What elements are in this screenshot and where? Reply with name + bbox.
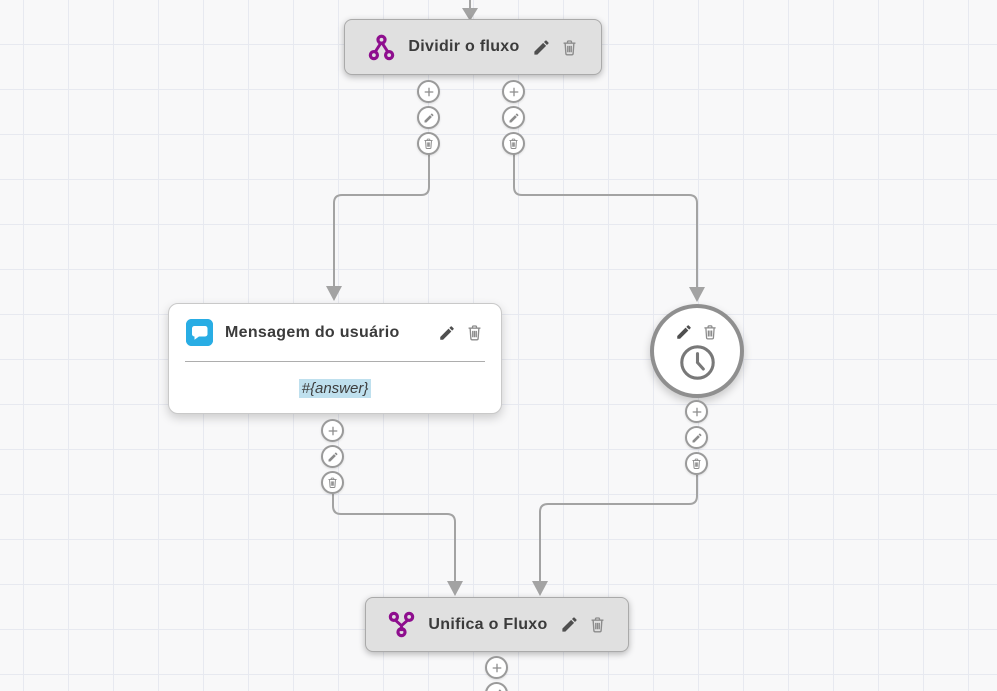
trash-icon xyxy=(465,323,484,342)
clock-icon xyxy=(677,342,718,388)
node-merge-flow[interactable]: Unifica o Fluxo xyxy=(365,597,629,652)
branch-merge-icon xyxy=(387,610,416,639)
edit-connector-button[interactable] xyxy=(485,682,508,691)
trash-icon xyxy=(507,137,520,150)
arrow-into-timer-node xyxy=(689,287,705,302)
plus-icon xyxy=(490,661,504,675)
node-actions xyxy=(560,615,607,634)
message-variable-value: #{answer} xyxy=(298,378,372,398)
pencil-icon xyxy=(438,324,456,342)
node-split-flow[interactable]: Dividir o fluxo xyxy=(344,19,602,75)
plus-icon xyxy=(422,85,436,99)
node-actions xyxy=(438,323,484,342)
delete-node-button[interactable] xyxy=(560,38,579,57)
pencil-icon xyxy=(675,323,693,341)
arrow-into-split-node xyxy=(462,8,478,21)
delete-node-button[interactable] xyxy=(588,615,607,634)
node-timer[interactable] xyxy=(650,304,744,398)
plus-icon xyxy=(507,85,521,99)
pencil-icon xyxy=(560,615,579,634)
node-body: #{answer} xyxy=(169,362,501,414)
pencil-icon xyxy=(491,688,503,691)
add-step-button[interactable] xyxy=(417,80,440,103)
node-title: Unifica o Fluxo xyxy=(428,615,548,633)
trash-icon xyxy=(701,323,719,341)
node-actions xyxy=(675,323,719,341)
add-step-button[interactable] xyxy=(502,80,525,103)
delete-connector-button[interactable] xyxy=(321,471,344,494)
header-divider xyxy=(185,361,485,362)
delete-node-button[interactable] xyxy=(701,323,719,341)
delete-connector-button[interactable] xyxy=(685,452,708,475)
edit-connector-button[interactable] xyxy=(417,106,440,129)
connector-split-to-timer xyxy=(513,153,698,288)
delete-node-button[interactable] xyxy=(465,323,484,342)
edit-node-button[interactable] xyxy=(675,323,693,341)
delete-connector-button[interactable] xyxy=(417,132,440,155)
connector-actions-timer xyxy=(685,400,708,475)
trash-icon xyxy=(690,457,703,470)
add-step-button[interactable] xyxy=(685,400,708,423)
pencil-icon xyxy=(691,432,703,444)
add-step-button[interactable] xyxy=(485,656,508,679)
chat-bubble-icon xyxy=(186,319,213,346)
edit-node-button[interactable] xyxy=(532,38,551,57)
branch-split-icon xyxy=(367,33,396,62)
arrow-into-merge-left xyxy=(447,581,463,596)
edit-node-button[interactable] xyxy=(560,615,579,634)
connector-actions-split-left xyxy=(417,80,440,155)
node-header: Mensagem do usuário xyxy=(169,304,501,361)
connector-split-to-message xyxy=(333,153,430,287)
edit-connector-button[interactable] xyxy=(502,106,525,129)
edit-connector-button[interactable] xyxy=(685,426,708,449)
trash-icon xyxy=(560,38,579,57)
plus-icon xyxy=(326,424,340,438)
trash-icon xyxy=(588,615,607,634)
trash-icon xyxy=(326,476,339,489)
arrow-into-merge-right xyxy=(532,581,548,596)
delete-connector-button[interactable] xyxy=(502,132,525,155)
node-actions xyxy=(532,38,579,57)
connector-actions-merge xyxy=(485,656,508,691)
connector-actions-message xyxy=(321,419,344,494)
add-step-button[interactable] xyxy=(321,419,344,442)
edit-node-button[interactable] xyxy=(438,324,456,342)
arrow-into-message-node xyxy=(326,286,342,301)
plus-icon xyxy=(690,405,704,419)
pencil-icon xyxy=(532,38,551,57)
pencil-icon xyxy=(423,112,435,124)
connector-timer-to-merge xyxy=(539,475,698,582)
trash-icon xyxy=(422,137,435,150)
edit-connector-button[interactable] xyxy=(321,445,344,468)
connector-actions-split-right xyxy=(502,80,525,155)
node-user-message[interactable]: Mensagem do usuário #{answer} xyxy=(168,303,502,414)
connector-message-to-merge xyxy=(332,494,456,582)
pencil-icon xyxy=(508,112,520,124)
node-title: Dividir o fluxo xyxy=(408,38,520,55)
node-title: Mensagem do usuário xyxy=(225,323,400,341)
pencil-icon xyxy=(327,451,339,463)
